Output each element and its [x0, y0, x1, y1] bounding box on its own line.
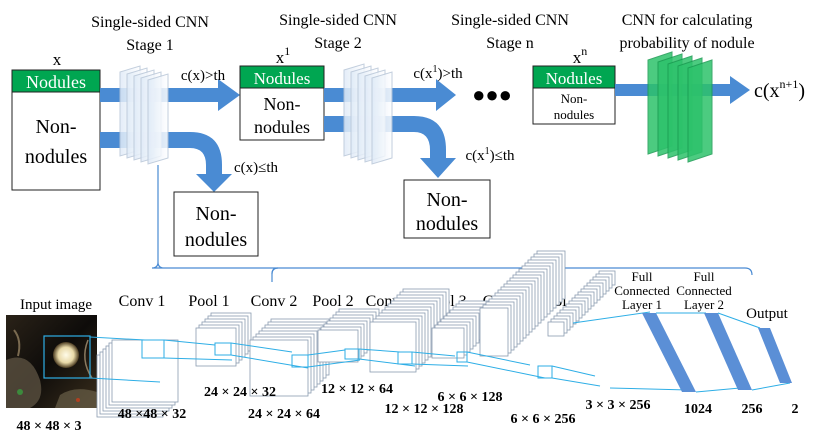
conv3-dim: 12 × 12 × 128 [385, 402, 464, 417]
stage-2-input-box: Nodules Non- nodules [239, 65, 325, 141]
layer-pool2-label: Pool 2 [312, 293, 353, 310]
feature-map-slab [317, 329, 359, 363]
output-layer-label: Output [746, 306, 789, 322]
xn-label: xn [573, 44, 588, 67]
x1-label: x1 [276, 44, 291, 67]
pool1-dim: 24 × 24 × 32 [204, 385, 276, 400]
feature-map-slab [479, 307, 509, 357]
layer-pool1-label: Pool 1 [188, 293, 229, 310]
pool1-feature-maps [195, 312, 252, 367]
feature-map-slab [431, 327, 465, 359]
layer-conv2-label: Conv 2 [251, 293, 298, 310]
stage-expansion-brace [151, 165, 753, 276]
conv4-dim: 6 × 6 × 256 [511, 412, 576, 427]
stage-2-pass-condition: c(x1)>th [413, 64, 463, 82]
stage-2-header: Single-sided CNN Stage 2 [279, 12, 397, 52]
stage-ellipsis: ●●● [472, 82, 512, 107]
feature-map-slab [111, 339, 179, 403]
conv1-feature-maps [96, 339, 179, 418]
probability-cnn-slabs [647, 51, 713, 163]
stage-1-number: Stage 1 [126, 37, 174, 54]
stage-2-rejected-box: Non- nodules [403, 179, 491, 239]
fc1-bar [642, 313, 696, 392]
output-dim: 2 [792, 402, 799, 417]
feature-map-slab [547, 321, 565, 337]
stage-1-reject-condition: c(x)≤th [234, 160, 279, 176]
stage-1-input-box: Nodules Non- nodules [11, 69, 101, 191]
final-cnn-title: CNN for calculating [622, 12, 753, 29]
stage-n-nodules-label: Nodules [546, 69, 603, 88]
stage-1-cnn-slabs [119, 65, 169, 165]
stage-2-nodules-word: nodules [254, 117, 310, 137]
fully-connected-layers [572, 311, 792, 393]
receptive-field-lines [89, 336, 601, 387]
input-image-label: Input image [20, 297, 92, 313]
stage-1-nodules-word: nodules [25, 146, 87, 168]
stage-n-input-box: Nodules Non- nodules [532, 65, 616, 125]
fc1-label-line1: Full [632, 269, 653, 284]
input-x-label: x [53, 50, 62, 69]
stage-n-number: Stage n [486, 35, 534, 52]
final-output-label: c(xn+1) [754, 77, 805, 102]
pool3-dim: 6 × 6 × 128 [438, 390, 503, 405]
dimension-labels: 48 ×48 × 32 24 × 24 × 32 24 × 24 × 64 12… [118, 382, 799, 427]
fc2-label-line1: Full [694, 269, 715, 284]
conv1-dim: 48 ×48 × 32 [118, 407, 186, 422]
output-bar [758, 328, 792, 383]
stage-1-pass-condition: c(x)>th [181, 68, 226, 84]
stage-2-number: Stage 2 [314, 35, 362, 52]
fc2-label: Full Connected Layer 2 [676, 269, 732, 312]
stage-n-non-label: Non- [561, 91, 588, 106]
fc2-label-line3: Layer 2 [684, 297, 724, 312]
layer-conv1-label: Conv 1 [119, 293, 166, 310]
input-ct-image [6, 315, 97, 408]
stage-1-pass-arrow [100, 79, 240, 111]
fc2-label-line2: Connected [676, 283, 732, 298]
stage-1-rejected-box: Non- nodules [173, 191, 259, 257]
input-size-label: 48 × 48 × 3 [17, 419, 82, 434]
stage-2-non-label: Non- [264, 94, 301, 114]
stage-1-header: Single-sided CNN Stage 1 [91, 14, 209, 54]
final-cnn-header: CNN for calculating probability of nodul… [619, 12, 754, 52]
fc1-dim: 1024 [684, 402, 712, 417]
stage-1-title: Single-sided CNN [91, 14, 209, 31]
conv2-dim: 24 × 24 × 64 [248, 407, 320, 422]
stage-2-rejected-nodules: nodules [416, 213, 478, 235]
pool2-feature-maps [317, 308, 380, 363]
stage-2-title: Single-sided CNN [279, 12, 397, 29]
pool4-feature-maps [547, 270, 616, 337]
stage-n-nodules-word: nodules [554, 107, 594, 122]
stage-n-header: Single-sided CNN Stage n [451, 12, 569, 52]
fc2-bar [704, 313, 752, 390]
stage-1-nodules-label: Nodules [26, 72, 86, 92]
fc1-label-line2: Connected [614, 283, 670, 298]
stage-1-non-label: Non- [35, 116, 76, 138]
stage-n-title: Single-sided CNN [451, 12, 569, 29]
conv4-feature-maps [479, 250, 566, 357]
feature-map-slab [249, 339, 309, 397]
fc1-label-line3: Layer 1 [622, 297, 662, 312]
pool4-dim: 3 × 3 × 256 [586, 398, 651, 413]
stage-2-reject-condition: c(x1)≤th [465, 146, 515, 164]
stage-1-rejected-nodules: nodules [185, 229, 247, 251]
fc1-label: Full Connected Layer 1 [614, 269, 670, 312]
final-cnn-subtitle: probability of nodule [619, 35, 754, 52]
stage-2-nodules-label: Nodules [254, 69, 311, 88]
stage-2-rejected-non: Non- [426, 189, 467, 211]
stage-1-rejected-non: Non- [195, 203, 236, 225]
pool2-dim: 12 × 12 × 64 [321, 382, 393, 397]
conv2-feature-maps [249, 318, 330, 397]
fc2-dim: 256 [742, 402, 763, 417]
stage-2-cnn-slabs [343, 63, 393, 165]
